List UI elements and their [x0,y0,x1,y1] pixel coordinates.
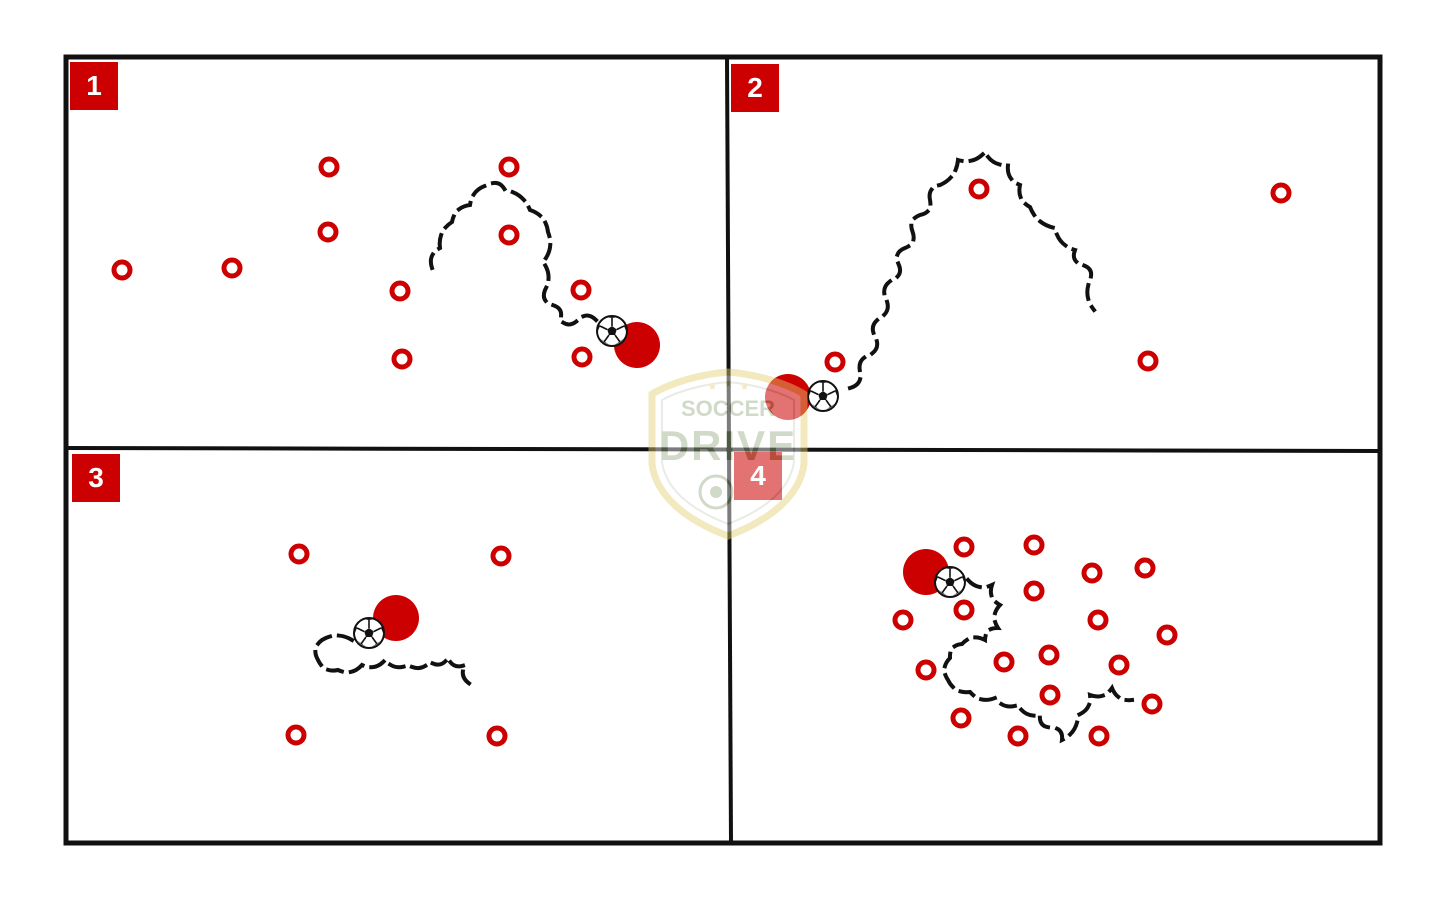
quadrant-4-badge: 4 [734,452,782,500]
cone-marker [490,545,512,567]
soccer-drive-watermark-logo: ★ ★ ★ SOCCER DRIVE [648,368,808,540]
cone-marker [1137,350,1159,372]
cones [111,156,1292,747]
dribble-path-2 [847,148,1097,391]
cone-marker [498,156,520,178]
players [353,315,966,649]
cone-marker [1039,684,1061,706]
cone-marker [317,221,339,243]
cone-marker [111,259,133,281]
ball-3 [353,617,385,649]
cone-marker [288,543,310,565]
cone-marker [1038,644,1060,666]
star-icon: ★ [708,382,717,393]
watermark-line2: DRIVE [659,422,797,469]
cone-marker [1108,654,1130,676]
field-horizontal-divider [65,446,1381,453]
field-lines [63,54,1383,846]
cone-marker [1023,580,1045,602]
dribble-path-4 [942,577,1135,744]
star-icon: ★ [724,379,733,390]
cone-marker [1270,182,1292,204]
watermark-ball-icon [698,474,734,510]
cone-marker [915,659,937,681]
player-2 [765,374,811,420]
cone-marker [1156,624,1178,646]
cone-marker [1081,562,1103,584]
quadrant-2-badge: 2 [731,64,779,112]
cone-marker [571,346,593,368]
cone-marker [498,224,520,246]
ball-1 [596,315,628,347]
star-icon: ★ [740,382,749,393]
cone-marker [221,257,243,279]
cone-marker [285,724,307,746]
cone-marker [993,651,1015,673]
ball-4 [934,566,966,598]
dribble-path-3 [313,633,473,687]
dribble-paths [313,148,1135,744]
cone-marker [1087,609,1109,631]
cone-marker [389,280,411,302]
cone-marker [486,725,508,747]
cone-marker [1007,725,1029,747]
cone-marker [953,599,975,621]
cone-marker [950,707,972,729]
dribble-path-1 [428,180,599,327]
cone-marker [1023,534,1045,556]
cone-marker [570,279,592,301]
cone-marker [824,351,846,373]
quadrant-1-badge: 1 [70,62,118,110]
ball-2 [807,380,839,412]
cone-marker [1088,725,1110,747]
cone-marker [953,536,975,558]
cone-marker [1141,693,1163,715]
cone-marker [892,609,914,631]
cone-marker [968,178,990,200]
cone-marker [1134,557,1156,579]
quadrant-3-badge: 3 [72,454,120,502]
cone-marker [391,348,413,370]
cone-marker [318,156,340,178]
watermark-line1: SOCCER [681,396,775,421]
